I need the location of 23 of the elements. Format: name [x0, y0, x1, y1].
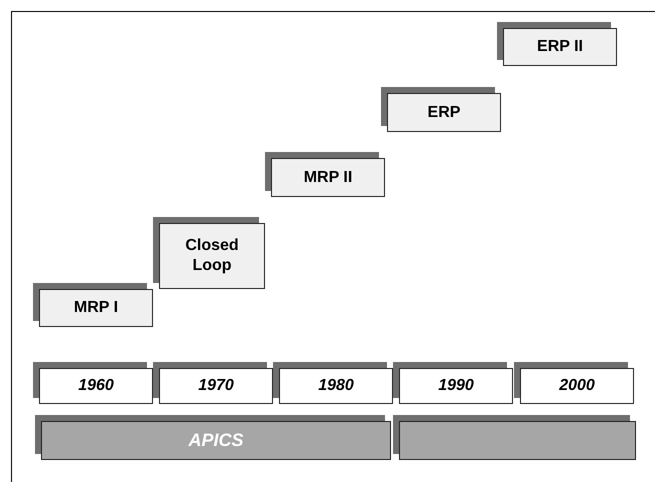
phase-box: [503, 28, 617, 66]
phase-label: ERP II: [537, 37, 583, 57]
phase-box: [271, 158, 385, 197]
year-box: [279, 368, 393, 404]
year-label: 2000: [559, 376, 595, 396]
year-label: 1960: [78, 376, 114, 396]
organization-bar: [41, 421, 391, 460]
organization-bar: [399, 421, 636, 460]
year-box: [520, 368, 634, 404]
year-label: 1980: [318, 376, 354, 396]
phase-box: [387, 93, 501, 132]
organization-label: APICS: [188, 429, 244, 452]
phase-box: [39, 289, 153, 327]
year-box: [159, 368, 273, 404]
phase-label: Closed Loop: [184, 236, 240, 276]
phase-label: MRP II: [304, 168, 352, 188]
year-label: 1990: [438, 376, 474, 396]
year-box: [399, 368, 513, 404]
phase-label: MRP I: [74, 298, 118, 318]
year-label: 1970: [198, 376, 234, 396]
phase-label: ERP: [428, 102, 460, 122]
phase-box: [159, 223, 265, 289]
year-box: [39, 368, 153, 404]
